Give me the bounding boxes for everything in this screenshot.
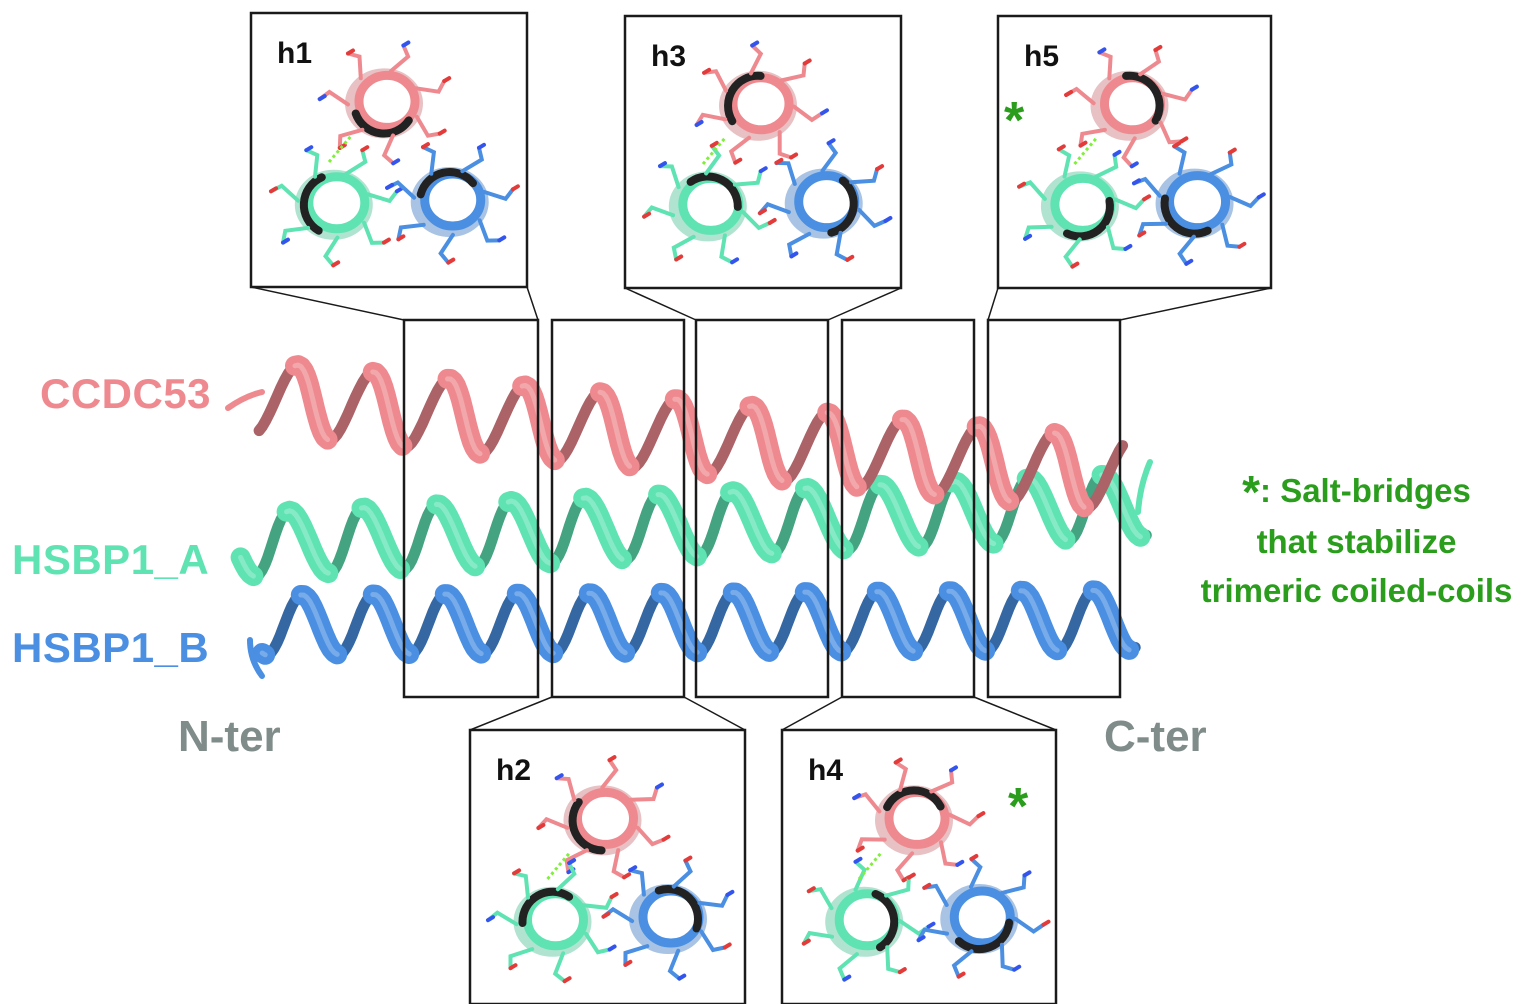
panel-h4: h4 * (780, 728, 1058, 1004)
legend-separator: : (1260, 472, 1272, 509)
legend-line-1: Salt-bridges (1280, 472, 1471, 509)
section-frame-h5 (986, 318, 1122, 699)
connector-h2-right (683, 696, 746, 731)
connector-h2-left (469, 696, 553, 731)
c-terminus-label: C-ter (1104, 712, 1207, 761)
legend-line-3: trimeric coiled-coils (1200, 572, 1513, 609)
zoom-connectors (250, 286, 1272, 731)
section-frame-h3 (694, 318, 830, 699)
legend-line-2: that stabilize (1256, 523, 1457, 560)
hsbp1-b-label: HSBP1_B (12, 624, 210, 671)
panel-frame-h3 (623, 14, 903, 290)
section-frame-h1 (402, 318, 540, 699)
connector-h1-right (526, 286, 539, 321)
n-terminus-label: N-ter (178, 712, 281, 761)
connector-h5-left (987, 287, 999, 321)
panel-h2: h2 (468, 728, 747, 1004)
ccdc53-n-tail (225, 389, 265, 411)
section-frames (402, 318, 1122, 699)
salt-bridge-marker-h5: * (1004, 92, 1025, 150)
section-frame-h4 (840, 318, 976, 699)
panel-frame-h4 (780, 728, 1058, 1004)
panel-frame-h2 (468, 728, 747, 1004)
ccdc53-label: CCDC53 (40, 370, 212, 417)
connector-h3-left (624, 287, 697, 321)
connector-h5-right (1119, 287, 1272, 321)
connector-h3-right (827, 287, 902, 321)
salt-bridge-marker-h4: * (1008, 778, 1029, 836)
cross-section-panels: h1 h2 h3 h4 * h5 * (249, 11, 1273, 1004)
helix-hsbp1_b (252, 580, 1141, 665)
panel-h3: h3 (623, 14, 903, 290)
section-frame-h2 (550, 318, 686, 699)
panel-label-h3: h3 (651, 40, 686, 73)
panel-h5: h5 * (996, 14, 1273, 290)
connector-h1-left (250, 286, 405, 321)
connector-h4-right (973, 696, 1057, 731)
panel-label-h4: h4 (808, 754, 843, 787)
hsbp1-a-c-tail (1135, 459, 1153, 515)
helix-ribbons (225, 355, 1153, 679)
panel-label-h2: h2 (496, 754, 531, 787)
hsbp1-b-n-tail (247, 637, 265, 679)
hsbp1-a-label: HSBP1_A (12, 536, 210, 583)
panel-h1: h1 (249, 11, 529, 289)
salt-bridge-legend: *: Salt-bridges that stabilize trimeric … (1184, 466, 1529, 615)
helix-ccdc53 (253, 355, 1129, 518)
panel-label-h1: h1 (277, 37, 312, 70)
salt-bridge-marker-icon: * (1242, 466, 1261, 518)
panel-label-h5: h5 (1024, 40, 1059, 73)
connector-h4-left (781, 696, 843, 731)
